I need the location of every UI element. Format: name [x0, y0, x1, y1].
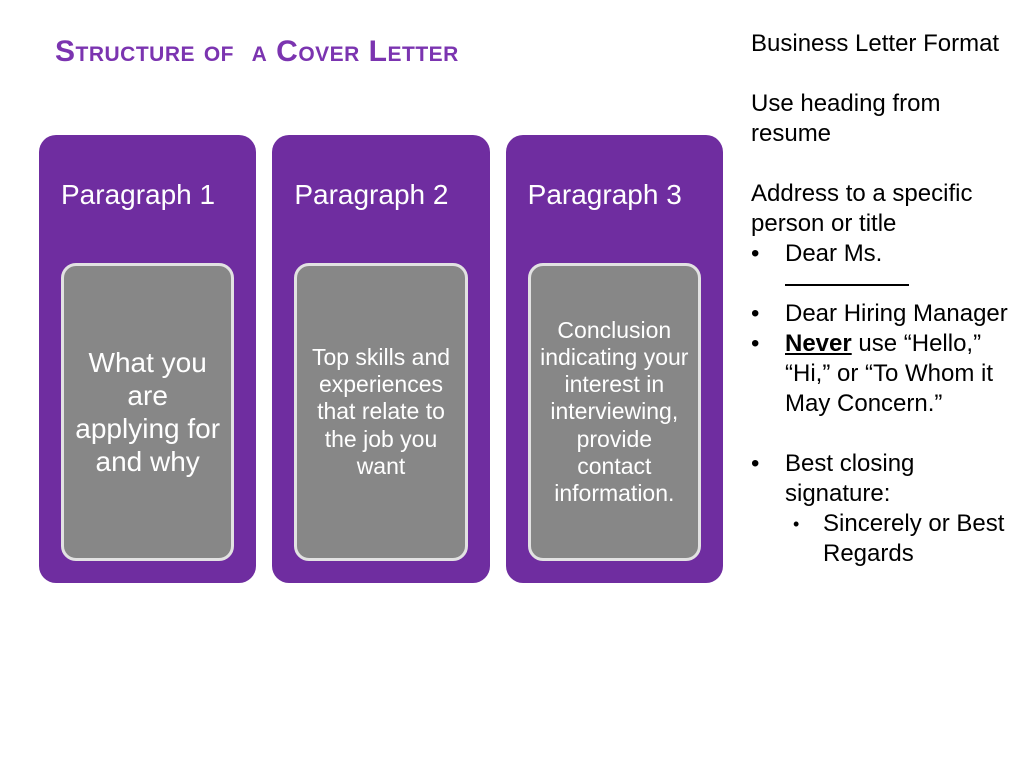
bullet-glyph-icon: • — [793, 514, 800, 534]
paragraph-card-3: Paragraph 3 Conclusion indicating your i… — [505, 135, 723, 583]
notes-blank-fill-line — [751, 269, 1013, 299]
notes-bullet-dear-ms-text: Dear Ms. — [785, 240, 883, 267]
notes-bullet-never-use-text: Never use “Hello,” “Hi,” or “To Whom it … — [785, 329, 1013, 419]
notes-heading-use-heading-from-resume: Use heading from resume — [751, 90, 941, 147]
notes-column: Business Letter Format Use heading from … — [751, 29, 1013, 569]
paragraph-card-2-label: Paragraph 2 — [294, 179, 449, 210]
paragraph-card-1-body: What you are applying for and why — [61, 263, 235, 561]
notes-subbullet-sincerely-text: Sincerely or Best Regards — [823, 510, 1005, 567]
notes-bullet-dear-ms: • Dear Ms. — [751, 239, 1013, 269]
bullet-glyph-icon: • — [751, 450, 760, 477]
notes-spacer-2 — [751, 149, 1013, 179]
paragraph-card-2-text: Top skills and experiences that relate t… — [311, 344, 451, 479]
blank-line-rule — [785, 283, 909, 286]
paragraph-cards-row: Paragraph 1 What you are applying for an… — [39, 135, 723, 583]
page-title: Structure of a Cover Letter — [55, 35, 459, 68]
paragraph-card-3-body: Conclusion indicating your interest in i… — [527, 263, 701, 561]
notes-bullet-dear-hiring-manager: • Dear Hiring Manager — [751, 299, 1013, 329]
paragraph-card-3-label: Paragraph 3 — [527, 179, 682, 210]
notes-emphasis-never: Never — [785, 330, 852, 357]
notes-heading-business-letter-format: Business Letter Format — [751, 30, 1000, 57]
notes-subbullet-sincerely: • Sincerely or Best Regards — [751, 509, 1013, 569]
paragraph-card-2-body: Top skills and experiences that relate t… — [294, 263, 468, 561]
paragraph-card-1: Paragraph 1 What you are applying for an… — [39, 135, 257, 583]
bullet-glyph-icon: • — [751, 240, 760, 267]
bullet-glyph-icon: • — [751, 300, 760, 327]
notes-spacer-3 — [751, 419, 1013, 449]
notes-spacer-1 — [751, 59, 1013, 89]
notes-bullet-best-closing-signature-text: Best closing signature: — [785, 450, 915, 507]
notes-bullet-dear-hiring-manager-text: Dear Hiring Manager — [785, 300, 1008, 327]
bullet-glyph-icon: • — [751, 330, 760, 357]
paragraph-card-1-label: Paragraph 1 — [61, 179, 216, 210]
notes-heading-address-to-specific-person: Address to a specific person or title — [751, 180, 973, 237]
paragraph-card-3-text: Conclusion indicating your interest in i… — [540, 317, 689, 506]
paragraph-card-1-text: What you are applying for and why — [75, 346, 221, 478]
notes-bullet-never-use: • Never use “Hello,” “Hi,” or “To Whom i… — [751, 329, 1013, 419]
paragraph-card-2: Paragraph 2 Top skills and experiences t… — [272, 135, 490, 583]
notes-bullet-never-use-rest: use “Hello,” “Hi,” or “To Whom it May Co… — [785, 330, 994, 417]
notes-bullet-best-closing-signature: • Best closing signature: — [751, 449, 1013, 509]
